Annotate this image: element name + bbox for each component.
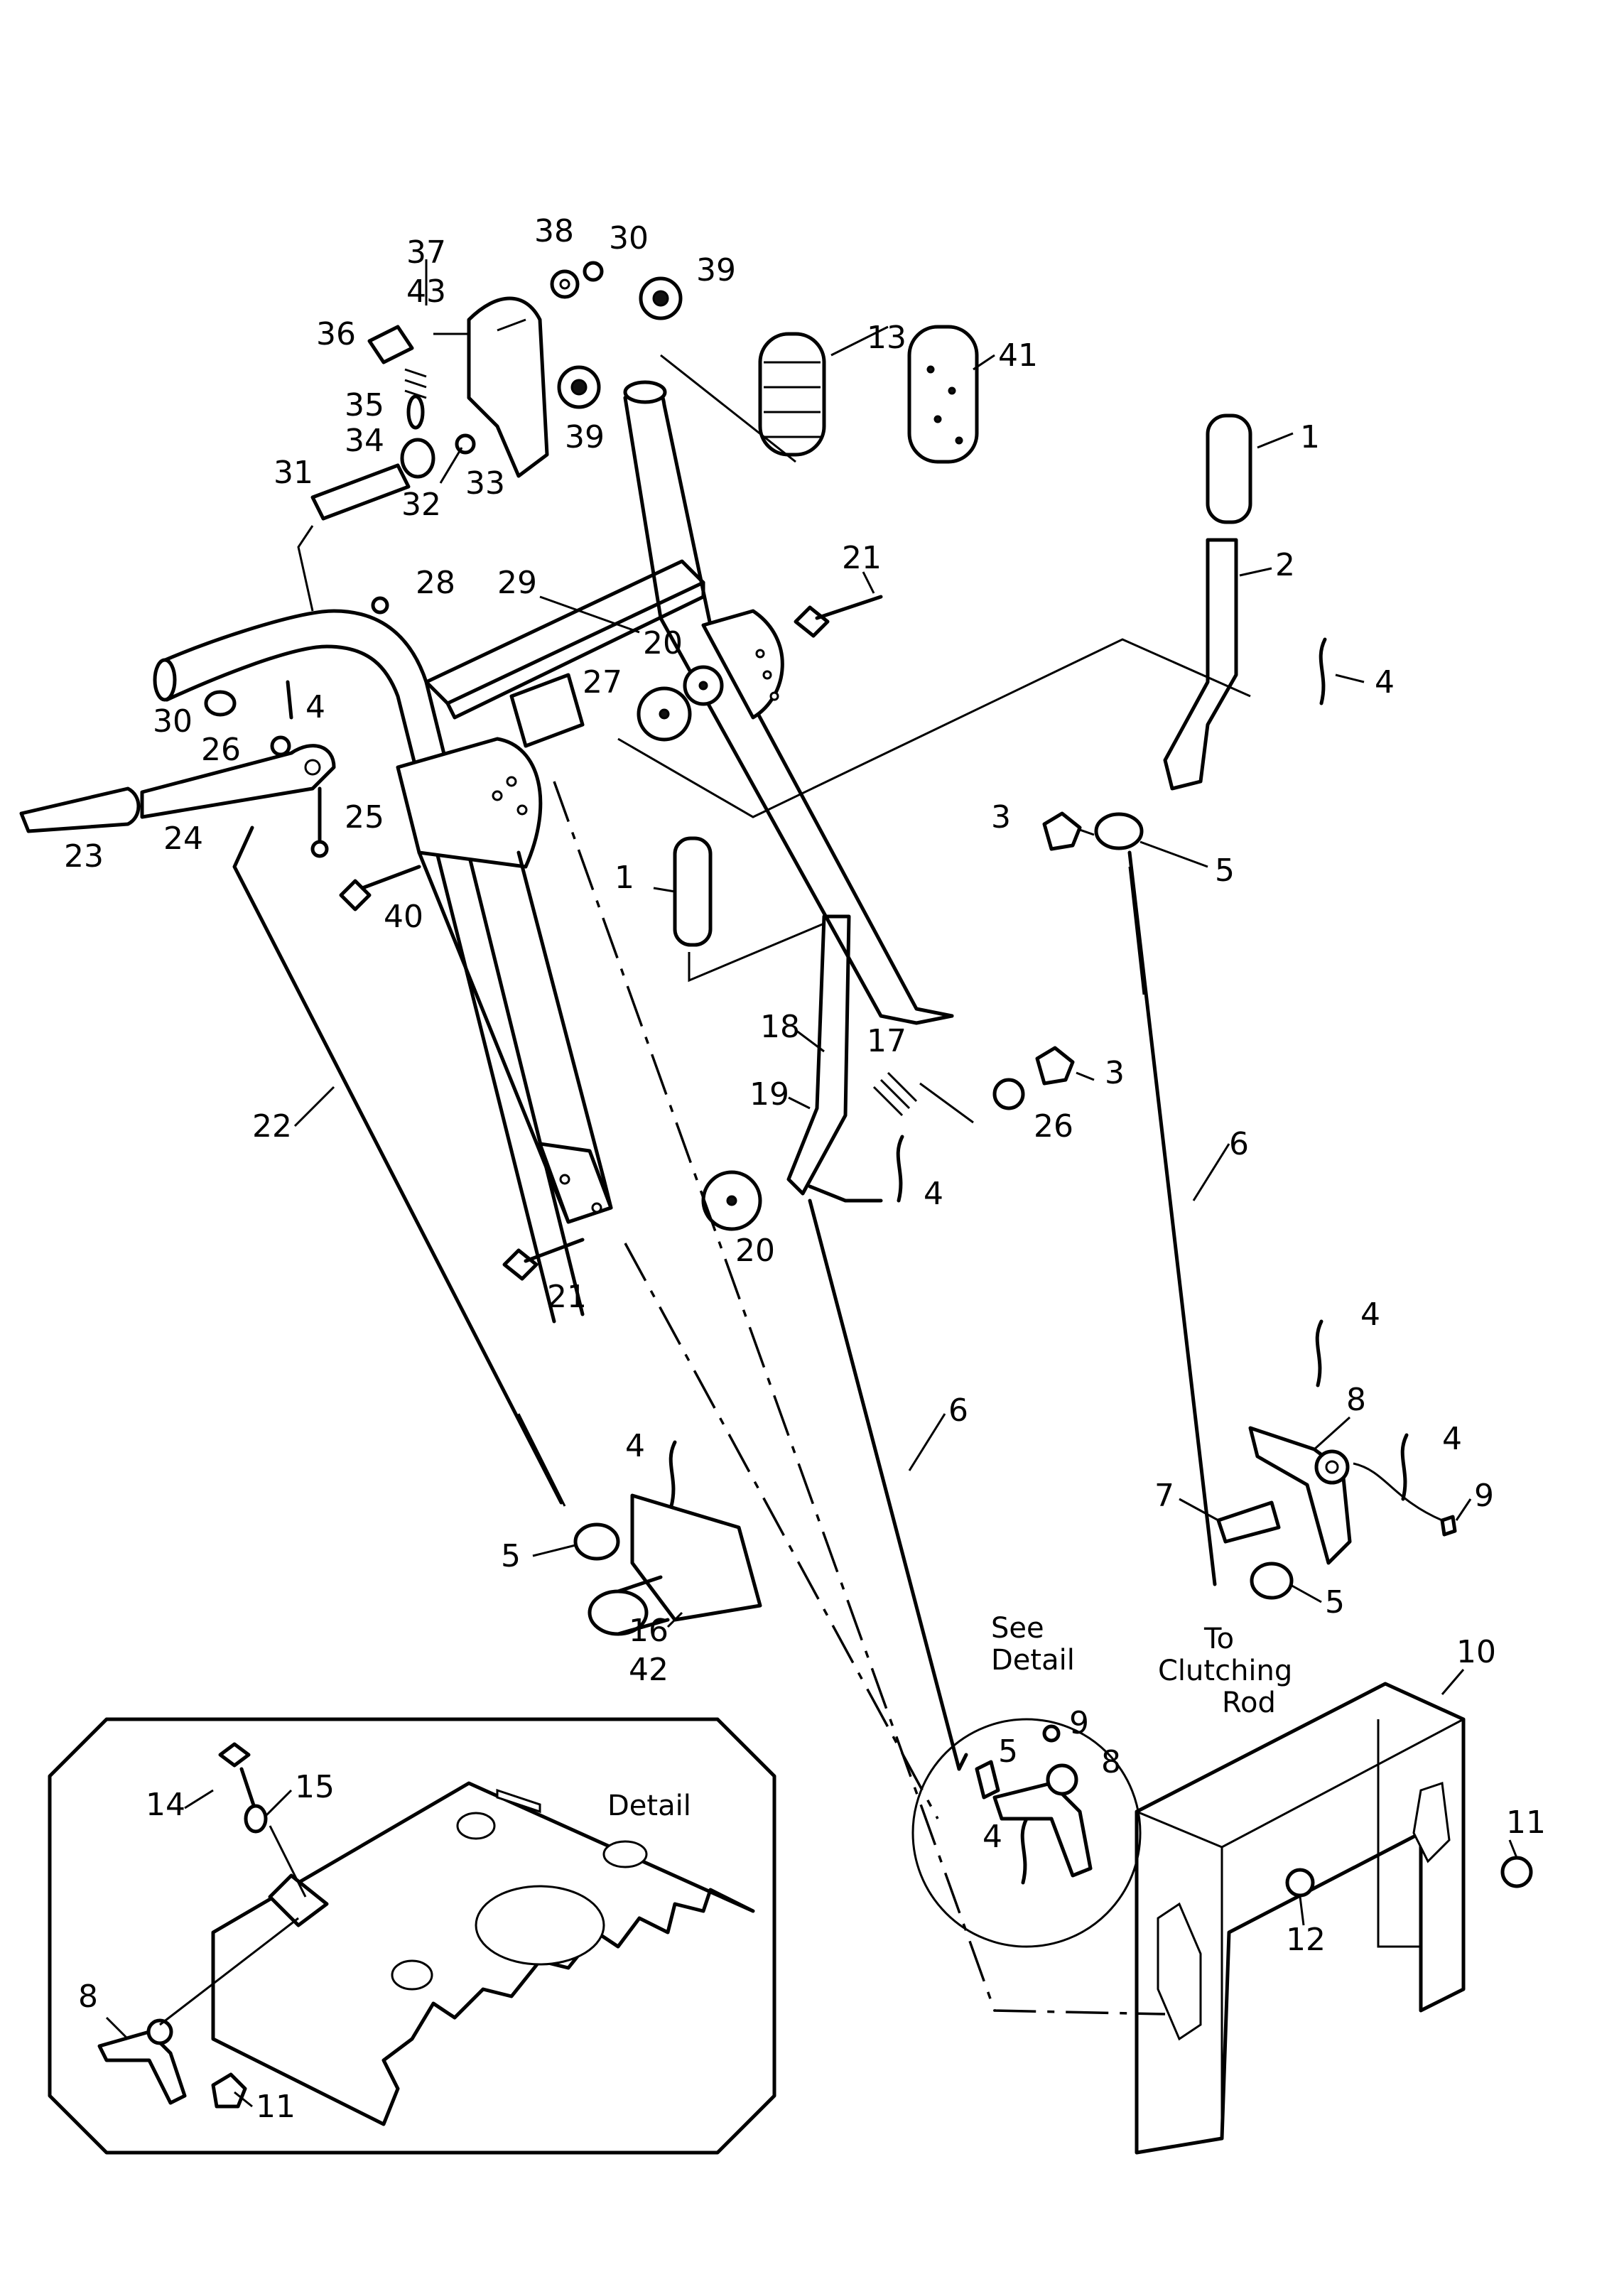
callout-11: 11 — [1506, 1805, 1546, 1841]
callout-4: 4 — [982, 1819, 1002, 1855]
callout-8: 8 — [1346, 1382, 1366, 1418]
callout-20: 20 — [735, 1233, 775, 1269]
callout-33: 33 — [465, 465, 505, 502]
to-clutching-note-line1: To — [1203, 1623, 1234, 1655]
callout-2: 2 — [1275, 547, 1295, 583]
callout-4: 4 — [305, 689, 325, 725]
callout-11: 11 — [256, 2089, 296, 2125]
callout-4: 4 — [924, 1176, 943, 1212]
to-clutching-note-line2: Clutching — [1158, 1655, 1292, 1687]
callout-28: 28 — [416, 565, 455, 601]
see-detail-note-line2: Detail — [991, 1644, 1075, 1677]
callout-30: 30 — [609, 220, 649, 256]
control-lever-parts — [297, 261, 796, 612]
washers — [637, 665, 1082, 1231]
callout-41: 41 — [998, 337, 1038, 374]
to-clutching-note-line3: Rod — [1222, 1687, 1276, 1719]
callout-14: 14 — [146, 1787, 185, 1823]
callout-18: 18 — [760, 1009, 800, 1045]
detail-box — [48, 1717, 776, 2155]
callout-29: 29 — [497, 565, 537, 601]
callout-34: 34 — [345, 423, 384, 459]
callout-5: 5 — [1215, 853, 1235, 889]
callout-5: 5 — [998, 1733, 1018, 1770]
callout-3: 3 — [1105, 1055, 1125, 1091]
callout-9: 9 — [1069, 1705, 1089, 1741]
callout-4: 4 — [1360, 1297, 1380, 1333]
callout-5: 5 — [501, 1538, 521, 1574]
see-detail-note-line1: See — [991, 1612, 1044, 1645]
callout-4: 4 — [1375, 664, 1395, 700]
pivot-bracket-16 — [573, 1493, 762, 1636]
callout-24: 24 — [163, 821, 203, 857]
callout-40: 40 — [384, 899, 423, 935]
callout-leaders — [105, 259, 1518, 2108]
see-detail-inset — [911, 1718, 1142, 1948]
callout-7: 7 — [1154, 1478, 1174, 1514]
callout-5: 5 — [1325, 1584, 1345, 1621]
callout-15: 15 — [295, 1769, 335, 1805]
callout-17: 17 — [867, 1023, 906, 1059]
callout-13: 13 — [867, 320, 906, 356]
callout-35: 35 — [345, 387, 384, 423]
bolts — [339, 595, 883, 1281]
callout-31: 31 — [274, 455, 313, 491]
callout-26: 26 — [201, 732, 241, 768]
callout-12: 12 — [1286, 1922, 1326, 1958]
callout-39: 39 — [696, 252, 736, 288]
callout-27: 27 — [583, 664, 622, 700]
callout-8: 8 — [78, 1979, 98, 2015]
callout-42: 42 — [629, 1652, 668, 1688]
callout-6: 6 — [948, 1392, 968, 1429]
callout-30: 30 — [153, 703, 193, 740]
middle-lever — [673, 836, 974, 1771]
callout-labels: 3 7 4 3 38 30 39 36 35 34 31 32 33 39 13 4… — [64, 213, 1546, 2125]
reference-lines — [553, 781, 1166, 2016]
callout-36: 36 — [316, 316, 356, 352]
callout-25: 25 — [345, 799, 384, 835]
callout-4: 4 — [625, 1428, 645, 1464]
right-lever — [617, 413, 1252, 1586]
callout-22: 22 — [252, 1108, 292, 1145]
callout-32: 32 — [401, 487, 441, 523]
detail-title: Detail — [607, 1790, 691, 1822]
lever-handles — [19, 596, 389, 858]
callout-21: 21 — [547, 1279, 587, 1315]
bellcrank-right — [1216, 1426, 1457, 1600]
frame-10 — [1135, 1682, 1533, 2155]
upper-handle — [153, 380, 954, 1324]
callout-9: 9 — [1474, 1478, 1494, 1514]
callout-19: 19 — [749, 1076, 789, 1113]
hair-pin-clips — [668, 637, 1409, 1885]
callout-26: 26 — [1034, 1108, 1073, 1145]
handle-grips — [758, 325, 979, 464]
callout-1: 1 — [1300, 419, 1320, 455]
callout-8: 8 — [1101, 1744, 1121, 1780]
callout-6: 6 — [1229, 1126, 1249, 1162]
callout-1: 1 — [615, 860, 634, 896]
callout-39: 39 — [565, 419, 605, 455]
callout-3: 3 — [991, 799, 1011, 835]
callout-4: 4 — [1442, 1421, 1462, 1457]
callout-21: 21 — [842, 540, 882, 576]
rod-22 — [232, 826, 566, 1507]
callout-16: 16 — [629, 1613, 668, 1649]
callout-23: 23 — [64, 838, 104, 875]
callout-38: 38 — [534, 213, 574, 249]
callout-20: 20 — [643, 625, 683, 661]
callout-10: 10 — [1456, 1634, 1496, 1670]
